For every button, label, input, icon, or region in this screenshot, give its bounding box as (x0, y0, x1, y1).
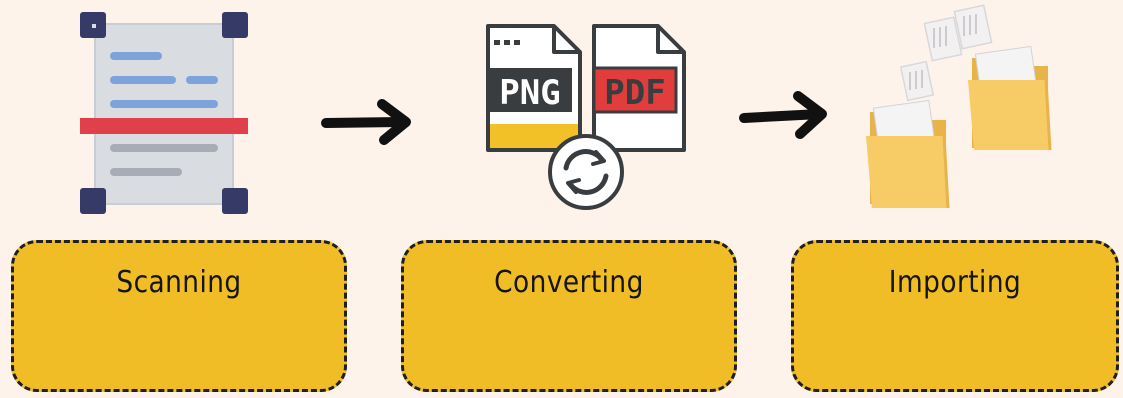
step-box-scanning: Scanning (11, 240, 347, 392)
folders-import-icon (860, 0, 1060, 220)
step-label: Importing (888, 265, 1022, 300)
document-scan-icon (76, 10, 252, 216)
arrow-right-icon (738, 90, 834, 142)
png-to-pdf-convert-icon: PNG PDF (484, 22, 694, 226)
step-box-importing: Importing (791, 240, 1119, 392)
step-label: Scanning (116, 265, 242, 300)
arrow-right-icon (318, 96, 418, 146)
step-label: Converting (494, 265, 644, 300)
pdf-label: PDF (604, 73, 665, 113)
step-box-converting: Converting (401, 240, 737, 392)
png-label: PNG (499, 73, 560, 113)
